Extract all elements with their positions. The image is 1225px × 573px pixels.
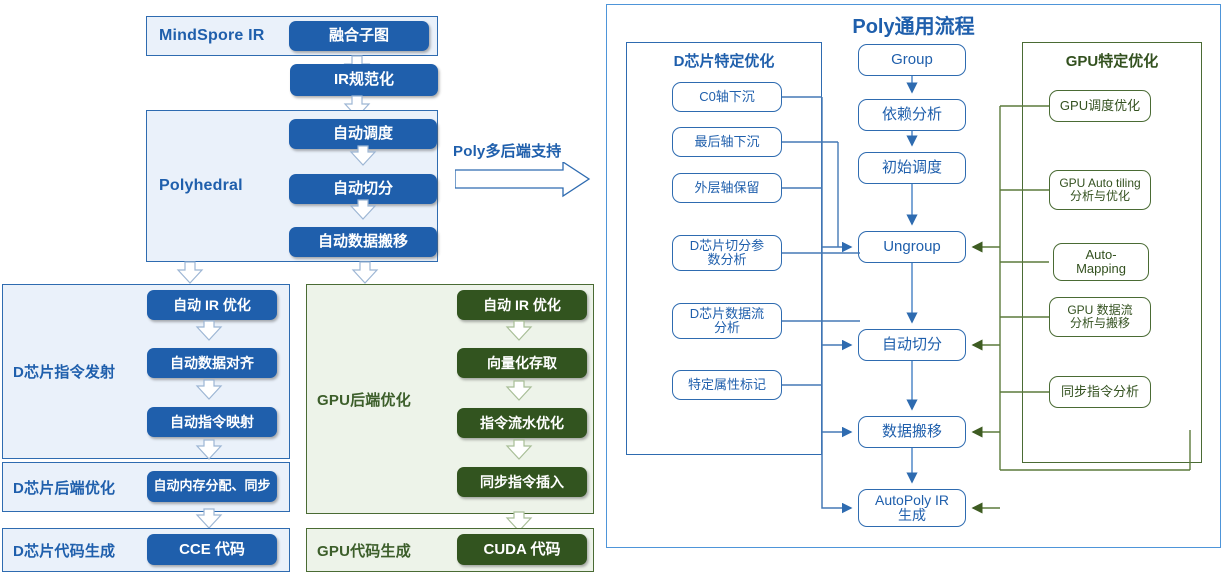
gpu-backend-panel: GPU后端优化 自动 IR 优化 向量化存取 指令流水优化 同步指令插入 [306,284,594,514]
chip-d-mem-alloc-sync[interactable]: 自动内存分配、同步 [147,471,277,502]
arrow-down-poly-2 [349,199,377,222]
rbox-specific-attr-mark[interactable]: 特定属性标记 [672,370,782,400]
gpu-specific-title: GPU特定优化 [1065,53,1159,70]
rbox-d-dataflow-analysis[interactable]: D芯片数据流 分析 [672,303,782,339]
chip-cuda-code[interactable]: CUDA 代码 [457,534,587,565]
rbox-outer-axis-keep[interactable]: 外层轴保留 [672,173,782,203]
arrow-down-g-4 [505,511,533,534]
bridge-label: Poly多后端支持 [453,143,562,160]
d-backend-panel: D芯片后端优化 自动内存分配、同步 [2,462,290,512]
mindspore-ir-row: MindSpore IR 融合子图 [146,16,438,56]
d-codegen-label: D芯片代码生成 [13,542,116,560]
chip-cce-code[interactable]: CCE 代码 [147,534,277,565]
gpu-codegen-label: GPU代码生成 [317,542,411,560]
arrow-down-d-3 [195,439,223,462]
d-backend-label: D芯片后端优化 [13,479,116,497]
poly-flow-title: Poly通用流程 [852,16,975,38]
rbox-gpu-dataflow-move[interactable]: GPU 数据流 分析与搬移 [1049,297,1151,337]
gpu-backend-label: GPU后端优化 [317,391,411,409]
chip-auto-data-move[interactable]: 自动数据搬移 [289,227,437,257]
polyhedral-panel: Polyhedral 自动调度 自动切分 自动数据搬移 [146,110,438,262]
rbox-gpu-auto-tiling[interactable]: GPU Auto tiling 分析与优化 [1049,170,1151,210]
bridge-arrow-icon [455,162,591,198]
chip-auto-schedule[interactable]: 自动调度 [289,119,437,149]
arrow-down-g-3 [505,439,533,462]
arrow-down-g-1 [505,320,533,343]
rbox-flow-dependence-analysis[interactable]: 依赖分析 [858,99,966,131]
d-instruction-panel: D芯片指令发射 自动 IR 优化 自动数据对齐 自动指令映射 [2,284,290,459]
d-instruction-label: D芯片指令发射 [13,364,116,381]
rbox-sync-instr-analysis[interactable]: 同步指令分析 [1049,376,1151,408]
arrow-down-d-2 [195,379,223,402]
rbox-last-axis-sink[interactable]: 最后轴下沉 [672,127,782,157]
rbox-d-tiling-param-analysis[interactable]: D芯片切分参 数分析 [672,235,782,271]
rbox-c0-axis-sink[interactable]: C0轴下沉 [672,82,782,112]
arrow-down-d-1 [195,320,223,343]
rbox-flow-data-move[interactable]: 数据搬移 [858,416,966,448]
chip-d-auto-ir-opt[interactable]: 自动 IR 优化 [147,290,277,320]
chip-gpu-vector-access[interactable]: 向量化存取 [457,348,587,378]
arrow-down-g-2 [505,380,533,403]
arrow-down-to-d-branch [176,261,204,284]
chip-auto-tiling[interactable]: 自动切分 [289,174,437,204]
rbox-flow-ungroup[interactable]: Ungroup [858,231,966,263]
chip-gpu-auto-ir-opt[interactable]: 自动 IR 优化 [457,290,587,320]
arrow-down-poly-1 [349,145,377,168]
polyhedral-label: Polyhedral [159,177,243,194]
mindspore-ir-label: MindSpore IR [159,27,265,44]
chip-fusion-subgraph[interactable]: 融合子图 [289,21,429,51]
chip-gpu-sync-insert[interactable]: 同步指令插入 [457,467,587,497]
chip-ir-normalize[interactable]: IR规范化 [290,64,438,96]
rbox-flow-group[interactable]: Group [858,44,966,76]
rbox-gpu-schedule-opt[interactable]: GPU调度优化 [1049,90,1151,122]
d-codegen-panel: D芯片代码生成 CCE 代码 [2,528,290,572]
rbox-flow-initial-schedule[interactable]: 初始调度 [858,152,966,184]
gpu-codegen-panel: GPU代码生成 CUDA 代码 [306,528,594,572]
chip-d-auto-data-align[interactable]: 自动数据对齐 [147,348,277,378]
rbox-flow-auto-tiling[interactable]: 自动切分 [858,329,966,361]
arrow-down-to-gpu-branch [351,261,379,284]
arrow-down-d-4 [195,508,223,531]
rbox-flow-autopoly-ir-gen[interactable]: AutoPoly IR 生成 [858,489,966,527]
chip-gpu-pipeline-opt[interactable]: 指令流水优化 [457,408,587,438]
rbox-auto-mapping[interactable]: Auto- Mapping [1053,243,1149,281]
chip-d-auto-instr-map[interactable]: 自动指令映射 [147,407,277,437]
d-specific-title: D芯片特定优化 [673,53,775,70]
